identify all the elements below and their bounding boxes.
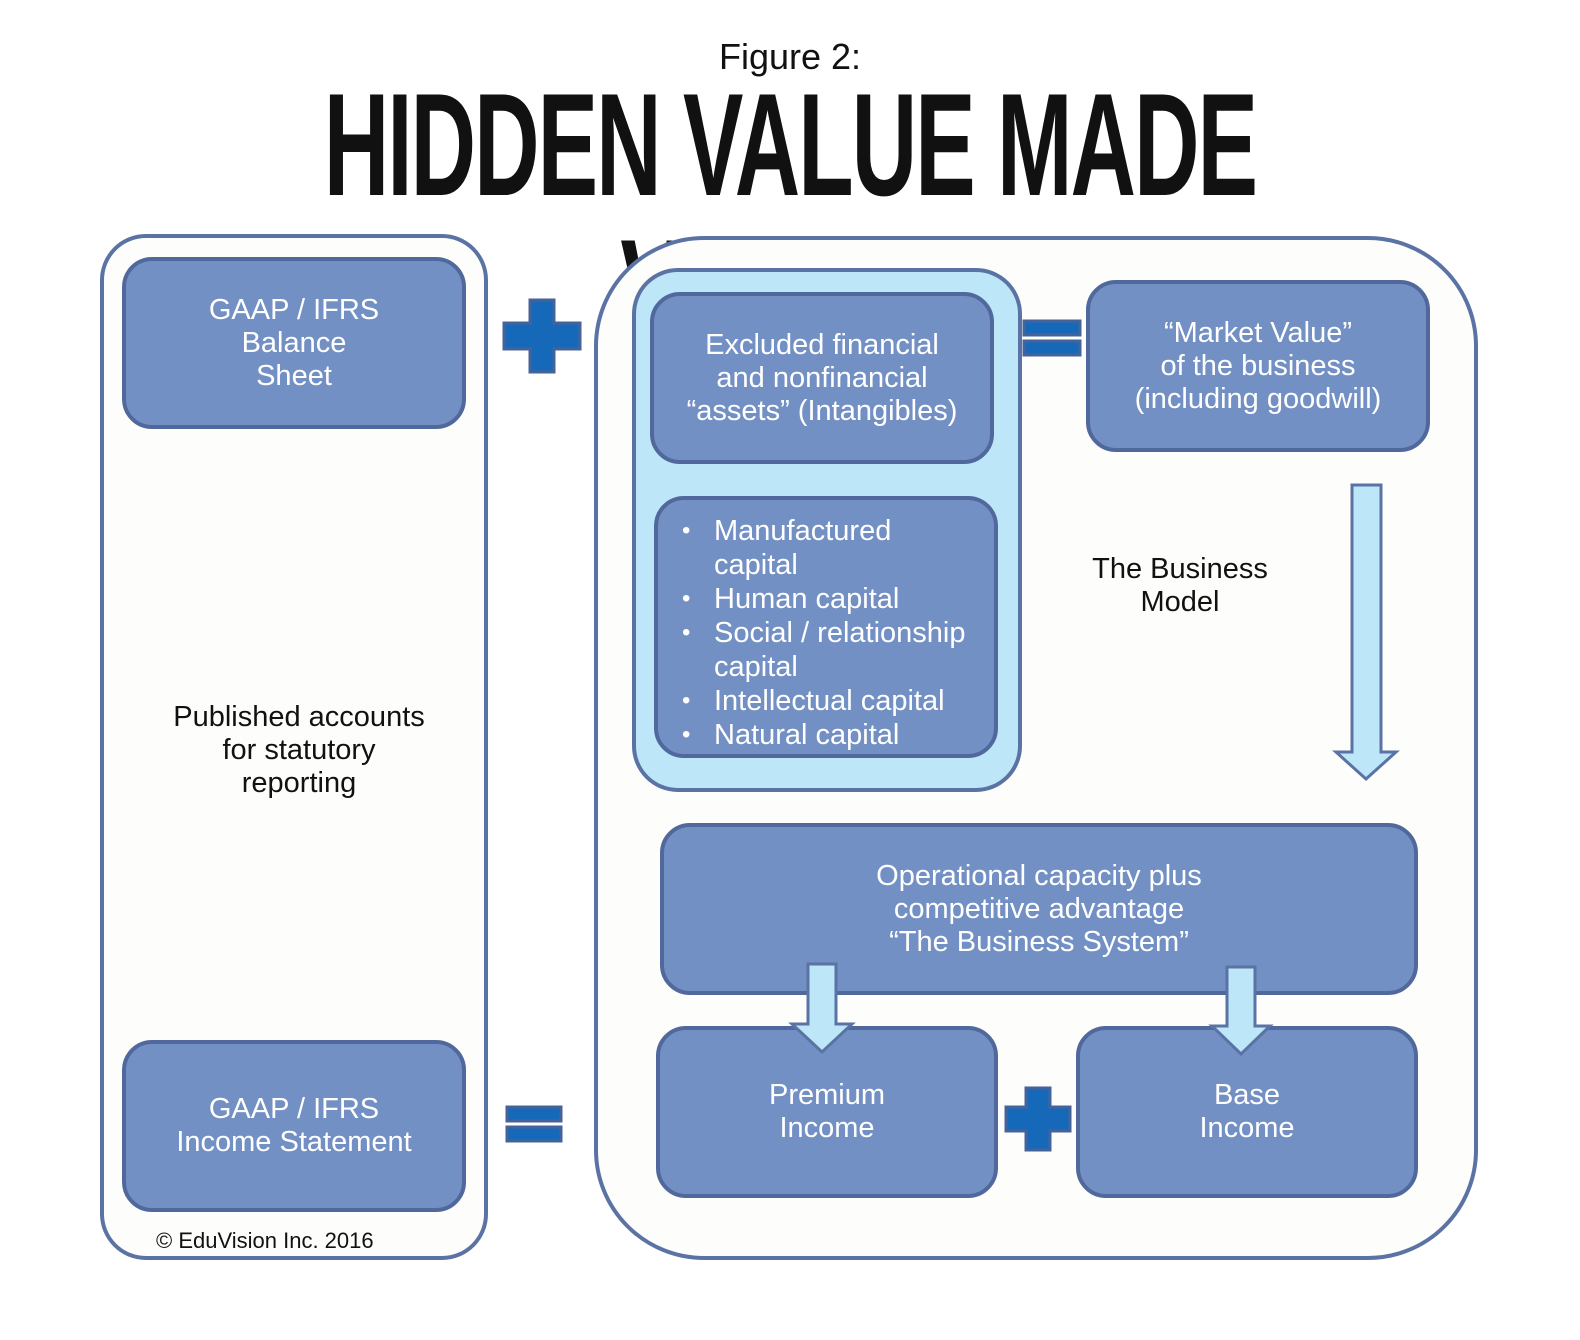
published-accounts-text: Published accounts for statutory reporti… (173, 700, 425, 799)
business-model-text: The Business Model (1092, 553, 1268, 618)
arrow-down-icon (788, 962, 856, 1055)
balance-sheet-box: GAAP / IFRS Balance Sheet (122, 257, 466, 429)
copyright-text: © EduVision Inc. 2016 (156, 1228, 374, 1253)
business-system-box: Operational capacity plus competitive ad… (660, 823, 1418, 995)
capitals-box: Manufactured capital Human capital Socia… (654, 496, 998, 758)
equals-icon (505, 1105, 563, 1143)
list-item: Social / relationship capital (682, 616, 994, 684)
list-item: Natural capital (682, 718, 994, 752)
list-item: Intellectual capital (682, 684, 994, 718)
list-item: Manufactured capital (682, 514, 994, 582)
excluded-assets-box: Excluded financial and nonfinancial “ass… (650, 292, 994, 464)
figure-label: Figure 2: (718, 36, 862, 77)
arrow-down-icon (1208, 965, 1274, 1057)
income-statement-box: GAAP / IFRS Income Statement (122, 1040, 466, 1212)
plus-icon (1004, 1086, 1072, 1152)
capitals-list: Manufactured capital Human capital Socia… (658, 500, 994, 752)
plus-icon (502, 298, 582, 374)
premium-income-box: Premium Income (656, 1026, 998, 1198)
arrow-down-icon (1332, 483, 1400, 782)
list-item: Human capital (682, 582, 994, 616)
market-value-box: “Market Value” of the business (includin… (1086, 280, 1430, 452)
equals-icon (1022, 319, 1082, 357)
